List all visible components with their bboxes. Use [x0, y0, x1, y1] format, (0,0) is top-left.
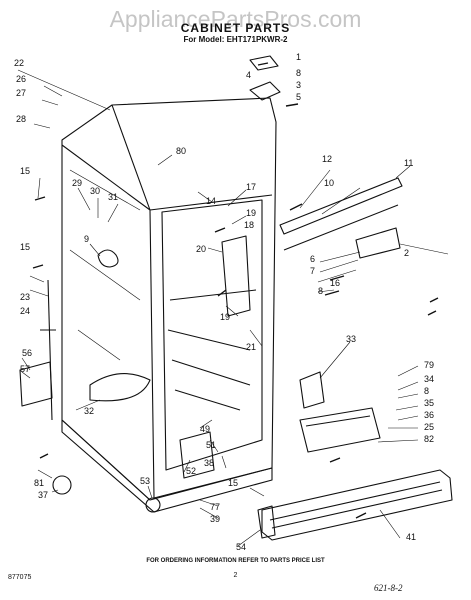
- callout-77: 77: [210, 502, 220, 512]
- callout-23: 23: [20, 292, 30, 302]
- callout-15: 15: [228, 478, 238, 488]
- callout-80: 80: [176, 146, 186, 156]
- cabinet-inner-liner: [161, 199, 263, 471]
- callout-8: 8: [296, 68, 301, 78]
- callout-81: 81: [34, 478, 44, 488]
- callout-14: 14: [206, 196, 216, 206]
- callout-52: 52: [186, 466, 196, 476]
- callout-27: 27: [16, 88, 26, 98]
- callout-3: 3: [296, 80, 301, 90]
- callout-53: 53: [140, 476, 150, 486]
- callout-35: 35: [424, 398, 434, 408]
- callout-7: 7: [310, 266, 315, 276]
- watermark: AppliancePartsPros.com: [109, 6, 362, 32]
- top-hinge: [249, 55, 281, 101]
- door-rail: [279, 177, 403, 251]
- model-line: For Model: EHT171PKWR-2: [183, 35, 288, 44]
- callout-79: 79: [424, 360, 434, 370]
- screws: [32, 62, 439, 519]
- callout-1: 1: [296, 52, 301, 62]
- callout-30: 30: [90, 186, 100, 196]
- callout-28: 28: [16, 114, 26, 124]
- callout-4: 4: [246, 70, 251, 80]
- callout-33: 33: [346, 334, 356, 344]
- callout-9: 9: [84, 234, 89, 244]
- handwritten-code: 621-8-2: [374, 583, 403, 593]
- callout-8: 8: [318, 286, 323, 296]
- drain-pan: [299, 407, 381, 453]
- callout-32: 32: [84, 406, 94, 416]
- callout-6: 6: [310, 254, 315, 264]
- cabinet-bottom-frame: [61, 419, 273, 513]
- callout-24: 24: [20, 306, 30, 316]
- roller-53: [145, 497, 161, 513]
- callout-57: 57: [20, 364, 30, 374]
- right-hinge: [355, 227, 401, 259]
- callout-11: 11: [404, 158, 413, 168]
- callout-39: 39: [210, 514, 220, 524]
- callout-10: 10: [324, 178, 334, 188]
- callout-38: 38: [204, 458, 214, 468]
- leveler-foot: [52, 475, 72, 495]
- bottom-hinge: [179, 431, 276, 539]
- callout-17: 17: [246, 182, 256, 192]
- callout-34: 34: [424, 374, 434, 384]
- callout-54: 54: [236, 542, 246, 552]
- callout-21: 21: [246, 342, 256, 352]
- callout-49: 49: [200, 424, 210, 434]
- hinge-bracket: [299, 371, 325, 409]
- callout-15: 15: [20, 166, 30, 176]
- control-box: [19, 361, 53, 407]
- callout-41: 41: [406, 532, 416, 542]
- diagram-title: CABINET PARTS: [180, 21, 291, 35]
- callout-29: 29: [72, 178, 82, 188]
- callout-19: 19: [246, 208, 256, 218]
- cabinet-side-detail: [69, 169, 141, 361]
- callout-56: 56: [22, 348, 32, 358]
- cabinet-body: [61, 97, 277, 501]
- leader-lines: [17, 69, 449, 547]
- callout-8: 8: [424, 386, 429, 396]
- callout-15: 15: [20, 242, 30, 252]
- callout-82: 82: [424, 434, 434, 444]
- side-wiring: [40, 279, 56, 421]
- callout-31: 31: [108, 192, 118, 202]
- document-code: 877075: [8, 574, 32, 581]
- wire-bundle: [89, 373, 151, 402]
- callout-16: 16: [330, 278, 340, 288]
- page-number: 2: [233, 572, 238, 579]
- callout-22: 22: [14, 58, 24, 68]
- callout-5: 5: [296, 92, 301, 102]
- callout-25: 25: [424, 422, 434, 432]
- kick-grille: [261, 469, 453, 541]
- callout-26: 26: [16, 74, 26, 84]
- callout-51: 51: [206, 440, 216, 450]
- ordering-note: FOR ORDERING INFORMATION REFER TO PARTS …: [146, 558, 325, 564]
- callout-12: 12: [322, 154, 332, 164]
- callout-19: 19: [220, 312, 230, 322]
- center-bracket: [221, 235, 251, 317]
- callout-37: 37: [38, 490, 48, 500]
- callout-20: 20: [196, 244, 206, 254]
- wire-harness: [97, 249, 119, 268]
- callout-18: 18: [244, 220, 254, 230]
- callout-2: 2: [404, 248, 409, 258]
- callout-36: 36: [424, 410, 434, 420]
